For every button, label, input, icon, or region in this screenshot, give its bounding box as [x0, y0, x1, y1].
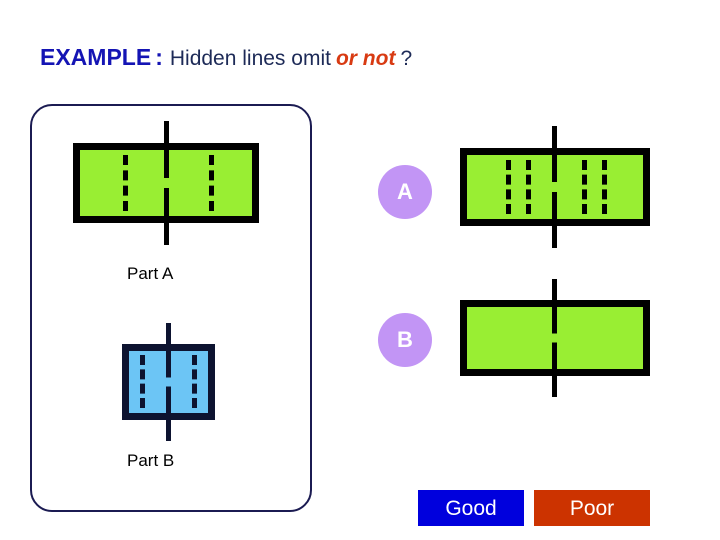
hidden-line [209, 155, 214, 211]
badge-b: B [378, 313, 432, 367]
part-b-label: Part B [127, 451, 175, 470]
figure-assembly-with-hidden-lines [460, 126, 650, 248]
title-lead: EXAMPLE [40, 44, 152, 70]
parts-group-box [30, 104, 312, 512]
hidden-line [582, 160, 587, 214]
center-line [166, 323, 171, 441]
verdict-poor-button[interactable]: Poor [534, 490, 650, 526]
title-middle: Hidden lines omit [169, 47, 331, 70]
part-a-label: Part A [127, 264, 174, 283]
badge-a: A [378, 165, 432, 219]
verdict-poor-label: Poor [569, 496, 615, 520]
hidden-line [123, 155, 128, 211]
center-line [552, 279, 557, 397]
figure-part-a-detail [73, 121, 259, 245]
center-line [164, 121, 169, 245]
figure-part-b-detail [122, 323, 215, 441]
verdict-good-button[interactable]: Good [418, 490, 524, 526]
badge-a-label: A [397, 179, 413, 204]
hidden-line [506, 160, 511, 214]
center-line [552, 126, 557, 248]
title-question-mark: ? [400, 47, 413, 70]
hidden-line [602, 160, 607, 214]
hidden-line [140, 355, 145, 408]
verdict-good-label: Good [445, 496, 497, 520]
title-colon: : [155, 44, 163, 70]
badge-b-label: B [397, 327, 413, 352]
hidden-line [192, 355, 197, 408]
title-emphasis: or not [335, 47, 396, 70]
hidden-line [526, 160, 531, 214]
figure-assembly-without-hidden-lines [460, 279, 650, 397]
